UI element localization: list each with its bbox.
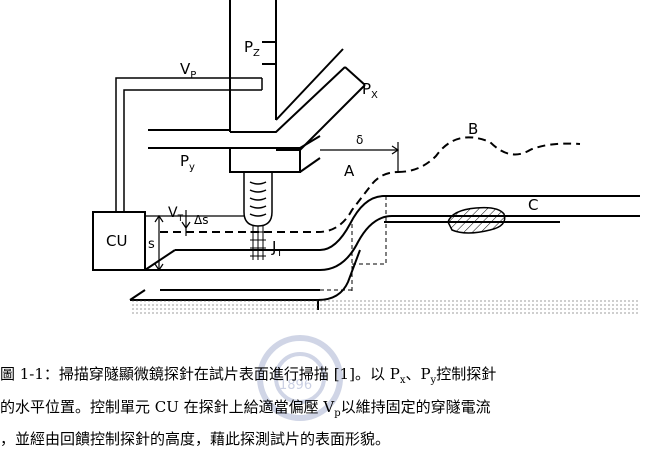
pz-piezo [230, 0, 276, 132]
jt-label: JT [271, 238, 283, 259]
label-c: C [528, 196, 538, 214]
vp-wire [116, 78, 262, 212]
vp-label: VP [180, 60, 196, 81]
scan-path-b [398, 137, 580, 172]
sample-bulk-hatch [130, 300, 320, 314]
s-label: s [148, 237, 155, 252]
label-b: B [468, 120, 478, 138]
dashed-outline [320, 196, 386, 292]
sample-side-hatch [320, 300, 640, 314]
pz-label: PZ [244, 38, 260, 59]
stm-tip [244, 172, 272, 226]
px-label: PX [362, 80, 378, 101]
vt-label: VT [168, 205, 184, 224]
ds-label: Δs [194, 213, 208, 227]
delta-label: δ [356, 133, 363, 147]
cu-label: CU [106, 232, 127, 250]
caption-line-3: ，並經由回饋控制探針的高度，藉此探測試片的表面形貌。 [0, 429, 653, 449]
caption-line-2: 的水平位置。控制單元 CU 在探針上給適當偏壓 Vp以維持固定的穿隧電流 [0, 397, 653, 424]
label-a: A [344, 162, 355, 180]
subsurface-feature-c [448, 208, 505, 233]
px-piezo [230, 49, 365, 150]
py-label: Py [180, 152, 195, 173]
caption-line-1: 圖 1-1：掃描穿隧顯微鏡探針在試片表面進行掃描 [1]。以 Px、Py控制探針 [0, 364, 653, 391]
